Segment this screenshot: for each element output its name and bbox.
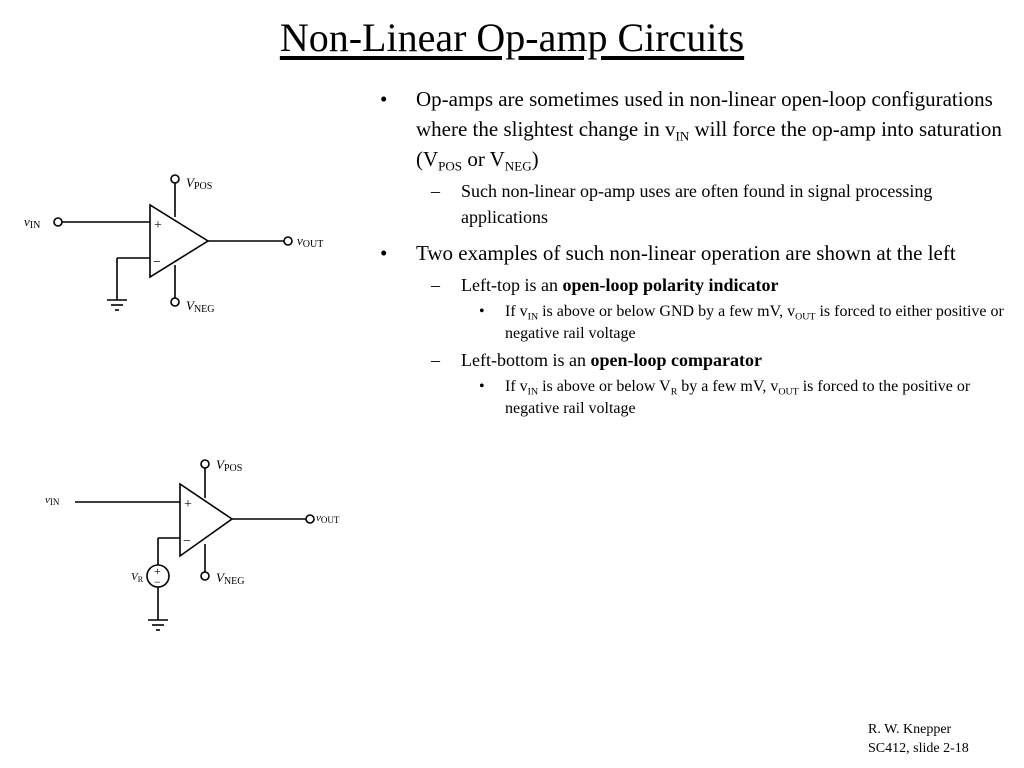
vin-label: vIN <box>24 214 40 231</box>
slide-title: Non-Linear Op-amp Circuits <box>279 15 745 60</box>
bullet-marker: • <box>380 241 388 265</box>
vout-terminal <box>305 514 315 524</box>
vin-terminal <box>53 217 63 227</box>
detail-polarity-indicator: • If vIN is above or below GND by a few … <box>479 303 1004 342</box>
vpos-terminal <box>200 459 210 469</box>
sub-bullet-left-top: – Left-top is an open-loop polarity indi… <box>375 272 1005 298</box>
vpos-label: VPOS <box>216 457 242 474</box>
bullet-marker: • <box>380 87 388 111</box>
vneg-terminal <box>170 297 180 307</box>
polarity-indicator-circuit: + − VPOS VNEG vIN vOUT <box>20 170 340 320</box>
vout-label: vOUT <box>316 512 340 525</box>
vr-label: VR <box>131 571 144 584</box>
minus-input-sign: − <box>153 255 161 270</box>
dash-marker: – <box>431 275 440 295</box>
opamp-triangle <box>179 482 234 558</box>
plus-input-sign: + <box>184 497 192 512</box>
vneg-label: VNEG <box>186 298 215 315</box>
polarity-indicator-schematic: + − VPOS VNEG vIN vOUT <box>24 174 323 315</box>
footer-author: R. W. Knepper <box>868 722 952 737</box>
sub-bullet-left-bottom: – Left-bottom is an open-loop comparator <box>375 347 1005 373</box>
bullet-two-examples: • Two examples of such non-linear operat… <box>375 238 1005 268</box>
vout-terminal <box>283 236 293 246</box>
bullet-opamps-nonlinear: • Op-amps are sometimes used in non-line… <box>375 84 1005 174</box>
opamp-triangle <box>149 203 210 279</box>
sub-bullet-signal-processing: – Such non-linear op-amp uses are often … <box>375 178 1005 230</box>
comparator-circuit: + − + − VPOS VNEG vIN vOUT VR <box>40 452 360 642</box>
vout-label: vOUT <box>297 233 323 250</box>
detail-comparator: • If vIN is above or below VR by a few m… <box>479 378 971 417</box>
vr-source-plus: + <box>154 564 161 578</box>
comparator-schematic: + − + − VPOS VNEG vIN vOUT VR <box>45 457 340 631</box>
plus-input-sign: + <box>154 218 162 233</box>
footer-slide-number: SC412, slide 2-18 <box>868 741 969 756</box>
dash-marker: – <box>431 350 440 370</box>
vin-label: vIN <box>45 494 60 507</box>
dash-marker: – <box>431 181 440 201</box>
vneg-terminal <box>200 571 210 581</box>
bullet-marker: • <box>479 378 485 395</box>
bullet-list: • Op-amps are sometimes used in non-line… <box>375 84 1005 422</box>
bullet-marker: • <box>479 303 485 320</box>
vpos-label: VPOS <box>186 175 212 192</box>
vneg-label: VNEG <box>216 570 245 587</box>
vr-source-minus: − <box>154 575 161 589</box>
vpos-terminal <box>170 174 180 184</box>
slide-footer: R. W. Knepper SC412, slide 2-18 <box>868 720 969 758</box>
minus-input-sign: − <box>183 534 191 549</box>
